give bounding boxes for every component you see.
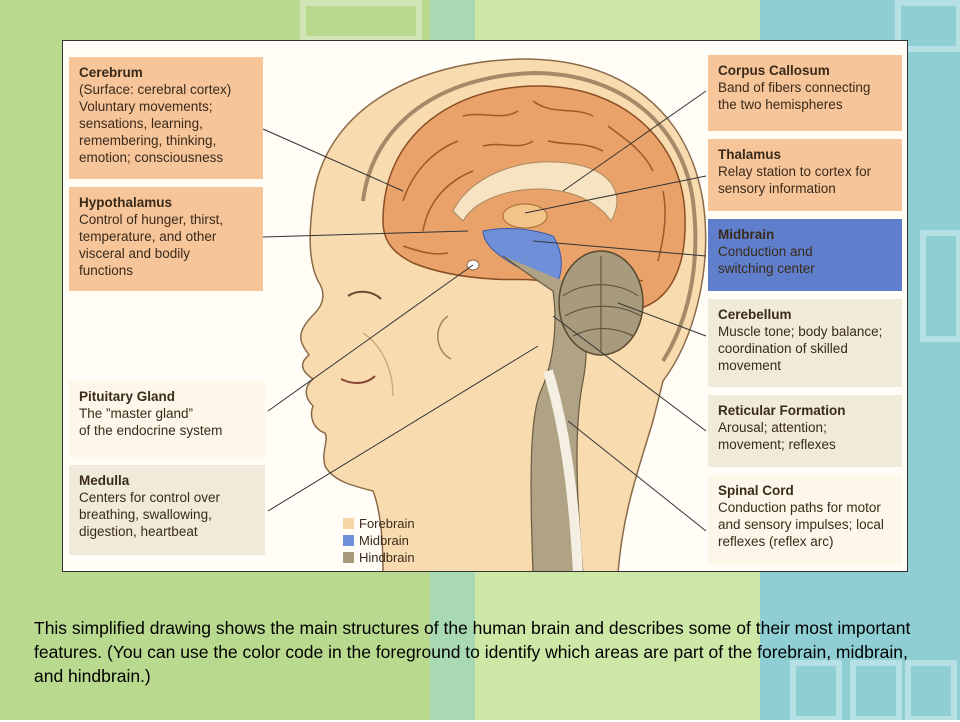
- label-hypothalamus: Hypothalamus Control of hunger, thirst, …: [69, 187, 263, 291]
- spinal-cord-shape: [543, 369, 583, 571]
- label-reticular-formation: Reticular Formation Arousal; attention; …: [708, 395, 902, 467]
- label-spinal-cord-desc: Conduction paths for motor and sensory i…: [718, 500, 884, 549]
- ear-detail: [437, 315, 452, 360]
- label-cerebrum-desc: (Surface: cerebral cortex) Voluntary mov…: [79, 82, 232, 165]
- leader-line-cerebellum: [617, 302, 707, 337]
- label-pituitary: Pituitary Gland The ”master gland” of th…: [69, 381, 265, 457]
- legend-swatch: [343, 552, 354, 563]
- label-medulla-desc: Centers for control over breathing, swal…: [79, 490, 221, 539]
- background-square: [850, 660, 902, 722]
- label-spinal-cord: Spinal Cord Conduction paths for motor a…: [708, 475, 902, 565]
- label-thalamus: Thalamus Relay station to cortex for sen…: [708, 139, 902, 211]
- label-corpus-callosum-desc: Band of fibers connecting the two hemisp…: [718, 80, 871, 112]
- label-cerebellum: Cerebellum Muscle tone; body balance; co…: [708, 299, 902, 387]
- label-corpus-callosum-title: Corpus Callosum: [718, 63, 830, 78]
- label-hypothalamus-title: Hypothalamus: [79, 195, 173, 210]
- color-legend: Forebrain Midbrain Hindbrain: [343, 515, 415, 566]
- label-hypothalamus-desc: Control of hunger, thirst, temperature, …: [79, 212, 224, 278]
- label-cerebellum-title: Cerebellum: [718, 307, 792, 322]
- leader-line-corpus-callosum: [562, 90, 707, 192]
- label-reticular-formation-title: Reticular Formation: [718, 403, 846, 418]
- brain-illustration: [262, 58, 707, 571]
- leader-line-reticular: [552, 315, 707, 432]
- legend-label: Midbrain: [359, 533, 409, 548]
- label-pituitary-desc: The ”master gland” of the endocrine syst…: [79, 406, 223, 438]
- skull-outline: [361, 70, 698, 363]
- background-square: [905, 660, 957, 722]
- label-cerebrum: Cerebrum (Surface: cerebral cortex) Volu…: [69, 57, 263, 179]
- legend-item-forebrain: Forebrain: [343, 515, 415, 532]
- cheek-line: [362, 332, 394, 397]
- mouth-detail: [340, 375, 376, 384]
- label-spinal-cord-title: Spinal Cord: [718, 483, 794, 498]
- slide-caption: This simplified drawing shows the main s…: [34, 618, 911, 686]
- cerebellum-folds: [562, 256, 642, 351]
- background-square: [300, 0, 422, 42]
- legend-item-midbrain: Midbrain: [343, 532, 415, 549]
- label-pituitary-title: Pituitary Gland: [79, 389, 176, 404]
- label-thalamus-desc: Relay station to cortex for sensory info…: [718, 164, 872, 196]
- leader-line-medulla: [267, 345, 539, 512]
- leader-line-thalamus: [524, 175, 707, 214]
- label-reticular-formation-desc: Arousal; attention; movement; reflexes: [718, 420, 836, 452]
- legend-item-hindbrain: Hindbrain: [343, 549, 415, 566]
- leader-line-hypothalamus: [262, 230, 469, 238]
- label-midbrain: Midbrain Conduction and switching center: [708, 219, 902, 291]
- label-medulla-title: Medulla: [79, 473, 130, 488]
- thalamus-shape: [502, 203, 548, 229]
- label-corpus-callosum: Corpus Callosum Band of fibers connectin…: [708, 55, 902, 131]
- leader-line-cerebrum: [262, 128, 404, 192]
- leader-lines: [262, 90, 707, 532]
- background-square: [895, 0, 960, 52]
- brain-diagram-frame: Cerebrum (Surface: cerebral cortex) Volu…: [62, 40, 908, 572]
- leader-line-pituitary: [267, 264, 474, 412]
- label-midbrain-desc: Conduction and switching center: [718, 244, 815, 276]
- label-midbrain-title: Midbrain: [718, 227, 775, 242]
- background-square: [920, 230, 960, 342]
- label-medulla: Medulla Centers for control over breathi…: [69, 465, 265, 555]
- legend-swatch: [343, 535, 354, 546]
- label-cerebellum-desc: Muscle tone; body balance; coordination …: [718, 324, 883, 373]
- corpus-callosum-shape: [452, 161, 618, 222]
- background-square: [790, 660, 842, 722]
- label-cerebrum-title: Cerebrum: [79, 65, 143, 80]
- eye-detail: [347, 290, 382, 300]
- legend-label: Hindbrain: [359, 550, 415, 565]
- label-thalamus-title: Thalamus: [718, 147, 782, 162]
- legend-label: Forebrain: [359, 516, 415, 531]
- brainstem-shape: [502, 255, 587, 571]
- leader-line-midbrain: [532, 240, 707, 257]
- legend-swatch: [343, 518, 354, 529]
- leader-line-spinal-cord: [567, 420, 707, 532]
